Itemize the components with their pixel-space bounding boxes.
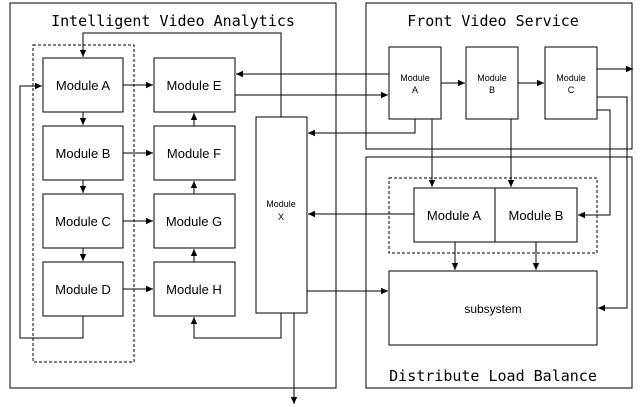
module-b-label: Module B <box>56 146 111 161</box>
subsystem-box: subsystem <box>388 270 598 346</box>
module-x-box: Module X <box>255 116 308 314</box>
arrow-front-c-to-balance-b <box>578 109 611 219</box>
module-c-box: Module C <box>42 193 124 249</box>
front-panel <box>365 2 633 150</box>
front-module-b-line2: B <box>489 85 495 95</box>
subsystem-label: subsystem <box>464 302 521 316</box>
module-x-label-line2: X <box>278 212 284 222</box>
balance-panel <box>365 156 633 389</box>
module-d-box: Module D <box>42 261 124 317</box>
balance-panel-title: Distribute Load Balance <box>389 367 597 385</box>
front-module-c-line2: C <box>568 85 575 95</box>
module-f-box: Module F <box>153 125 236 181</box>
arrow-x-to-h <box>190 313 282 339</box>
analytics-panel <box>9 2 337 389</box>
module-h-box: Module H <box>153 261 236 317</box>
front-module-a-line2: A <box>412 85 418 95</box>
module-x-label-line1: Module <box>266 199 296 209</box>
module-b-box: Module B <box>42 125 124 181</box>
front-module-b-box: Module B <box>465 46 519 120</box>
balance-module-a-label: Module A <box>427 208 482 223</box>
module-g-label: Module G <box>166 214 222 229</box>
module-d-label: Module D <box>55 282 111 297</box>
balance-module-b-label: Module B <box>509 208 564 223</box>
front-panel-title: Front Video Service <box>407 12 579 30</box>
front-module-a-line1: Module <box>400 73 430 83</box>
module-g-box: Module G <box>153 193 236 249</box>
balance-module-b-box: Module B <box>494 187 578 243</box>
module-h-label: Module H <box>166 282 222 297</box>
module-e-label: Module E <box>167 78 222 93</box>
arrow-front-a-to-x <box>308 119 416 137</box>
module-c-label: Module C <box>55 214 111 229</box>
front-module-b-line1: Module <box>477 73 507 83</box>
arrow-front-c-to-subsystem <box>597 96 628 312</box>
connectors <box>19 32 633 404</box>
arrow-d-loop-to-a <box>19 82 84 339</box>
module-a-label: Module A <box>56 78 111 93</box>
front-module-c-line1: Module <box>556 73 586 83</box>
module-a-box: Module A <box>42 57 124 113</box>
module-e-box: Module E <box>153 57 236 113</box>
balance-module-a-box: Module A <box>413 187 496 243</box>
front-module-c-box: Module C <box>544 46 598 120</box>
module-f-label: Module F <box>167 146 221 161</box>
arrow-x-to-a <box>79 32 282 117</box>
front-module-a-box: Module A <box>388 46 442 120</box>
analytics-panel-title: Intelligent Video Analytics <box>51 12 295 30</box>
